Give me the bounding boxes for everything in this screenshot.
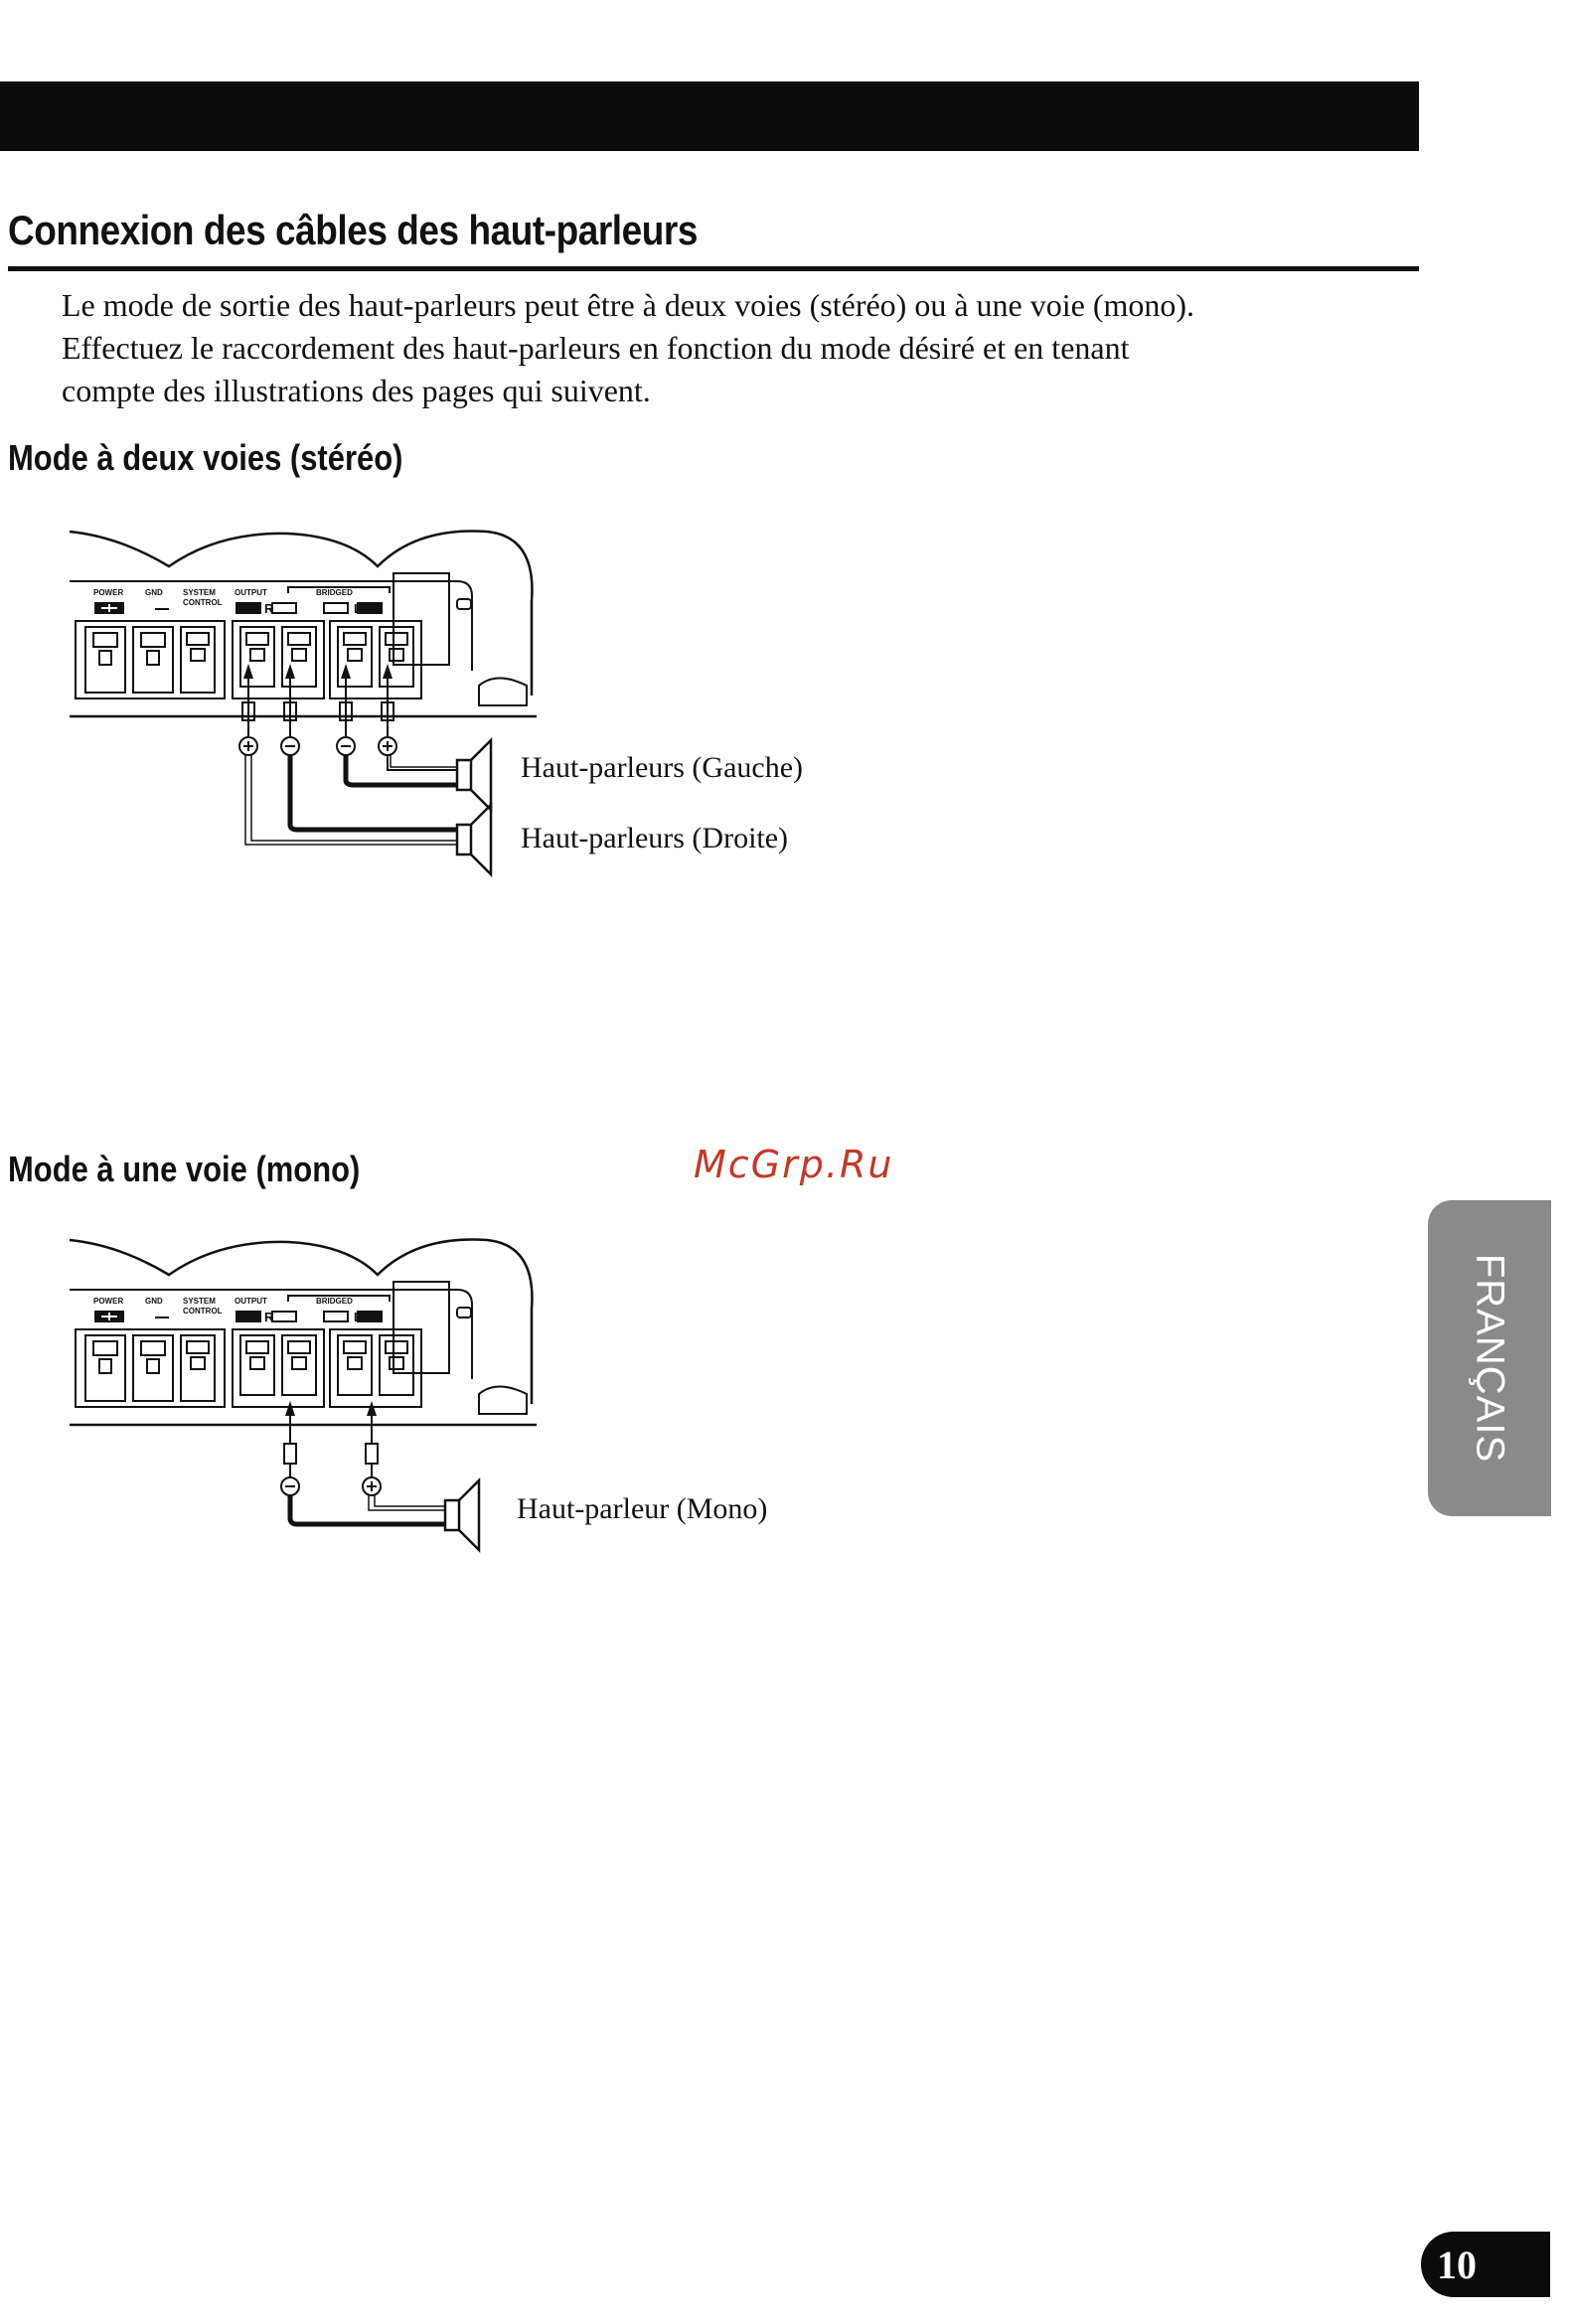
panel-label-bridged: BRIDGED	[316, 588, 353, 597]
stereo-heading: Mode à deux voies (stéréo)	[8, 437, 403, 478]
page-number: 10	[1437, 2243, 1477, 2287]
label-speaker-mono: Haut-parleur (Mono)	[517, 1492, 768, 1525]
page-number-badge: 10	[1421, 2232, 1550, 2297]
mono-panel-label-power: POWER	[93, 1297, 123, 1306]
language-tab: FRANÇAIS	[1428, 1200, 1551, 1516]
label-speaker-left: Haut-parleurs (Gauche)	[521, 751, 804, 784]
watermark: McGrp.Ru	[694, 1143, 894, 1186]
panel-label-system: SYSTEM	[183, 588, 216, 597]
panel-label-control: CONTROL	[183, 598, 223, 607]
panel-label-output: OUTPUT	[235, 588, 267, 597]
intro-line-1: Le mode de sortie des haut-parleurs peut…	[62, 287, 1195, 323]
label-speaker-right: Haut-parleurs (Droite)	[521, 822, 789, 854]
mono-panel-label-system: SYSTEM	[183, 1297, 216, 1306]
language-tab-label: FRANÇAIS	[1468, 1253, 1512, 1464]
mono-wiring-diagram: POWER GND SYSTEM CONTROL OUTPUT BRIDGED …	[69, 1238, 537, 1554]
header-bar	[0, 81, 1419, 151]
panel-label-r: R	[264, 601, 274, 616]
mono-panel-label-r: R	[264, 1310, 274, 1324]
mono-panel-label-output: OUTPUT	[235, 1297, 267, 1306]
panel-label-power: POWER	[93, 588, 123, 597]
stereo-wiring-diagram: POWER GND SYSTEM CONTROL OUTPUT BRIDGED …	[69, 530, 537, 878]
panel-label-gnd: GND	[145, 588, 163, 597]
section-title: Connexion des câbles des haut-parleurs	[8, 207, 698, 253]
intro-line-3: compte des illustrations des pages qui s…	[62, 373, 651, 408]
mono-panel-label-gnd: GND	[145, 1297, 163, 1306]
intro-line-2: Effectuez le raccordement des haut-parle…	[62, 330, 1130, 366]
intro-paragraph: Le mode de sortie des haut-parleurs peut…	[62, 284, 1413, 412]
mono-heading: Mode à une voie (mono)	[8, 1149, 361, 1189]
mono-panel-label-bridged: BRIDGED	[316, 1297, 353, 1306]
title-rule	[8, 266, 1419, 271]
mono-panel-label-control: CONTROL	[183, 1307, 223, 1316]
